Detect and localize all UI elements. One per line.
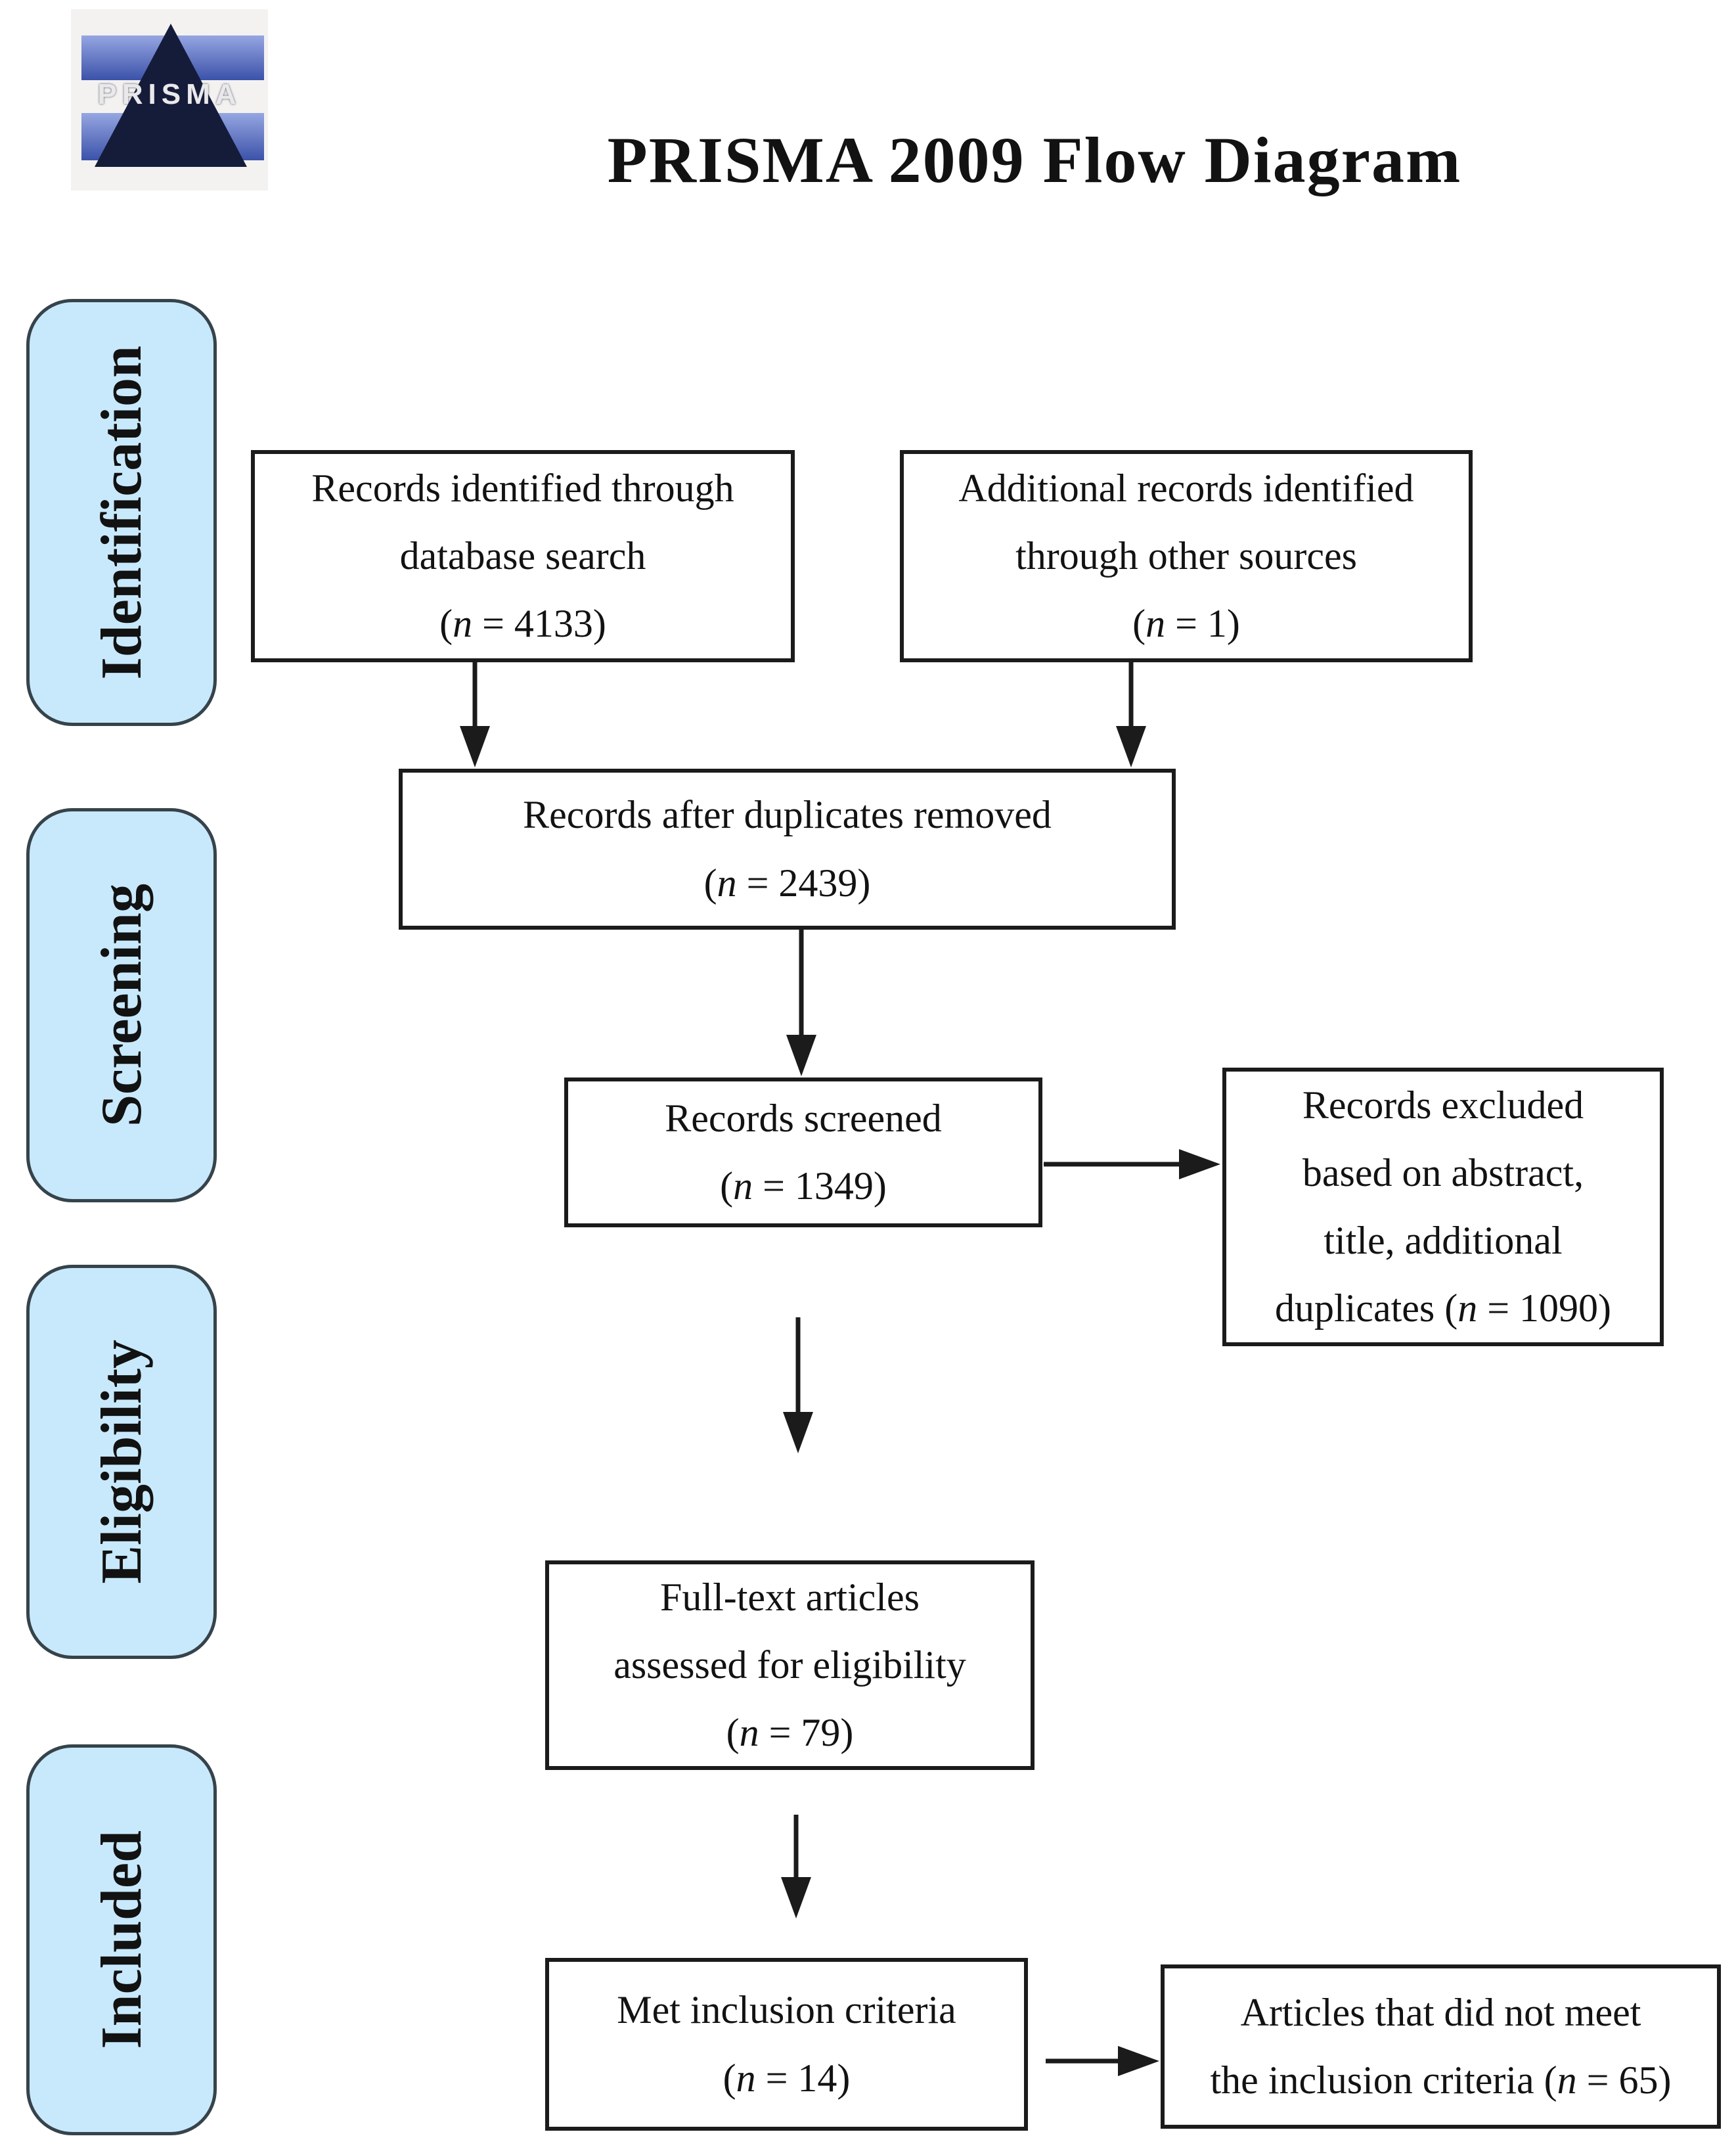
stage-eligibility-label: Eligibility [89, 1340, 154, 1584]
box-met-inclusion: Met inclusion criteria(n = 14) [545, 1958, 1028, 2131]
stage-included-label: Included [89, 1830, 154, 2049]
arrow-screened-to-excluded [1044, 1149, 1220, 1179]
stage-identification-label: Identification [89, 345, 154, 680]
box-after-duplicates-removed: Records after duplicates removed(n = 243… [399, 769, 1176, 930]
box-records-screened-text: Records screened(n = 1349) [665, 1096, 942, 1208]
arrow-screened-to-fulltext [783, 1317, 813, 1453]
arrow-duplicates-to-screened [786, 928, 816, 1076]
arrow-additional-to-duplicates [1116, 662, 1146, 767]
prisma-logo: PRISMA [71, 9, 268, 191]
box-met-inclusion-text: Met inclusion criteria(n = 14) [617, 1988, 956, 2100]
page-title: PRISMA 2009 Flow Diagram [607, 124, 1462, 196]
box-after-duplicates-removed-text: Records after duplicates removed(n = 243… [523, 793, 1052, 905]
stage-screening: Screening [26, 808, 217, 1202]
arrow-met-to-did-not-meet [1046, 2046, 1159, 2076]
arrow-fulltext-to-met [781, 1815, 811, 1918]
box-records-screened: Records screened(n = 1349) [564, 1078, 1042, 1227]
stage-included: Included [26, 1744, 217, 2135]
stage-identification: Identification [26, 299, 217, 726]
stage-screening-label: Screening [89, 884, 154, 1127]
arrow-identified-to-duplicates [460, 662, 490, 767]
logo-wordmark: PRISMA [97, 78, 242, 110]
stage-eligibility: Eligibility [26, 1265, 217, 1659]
